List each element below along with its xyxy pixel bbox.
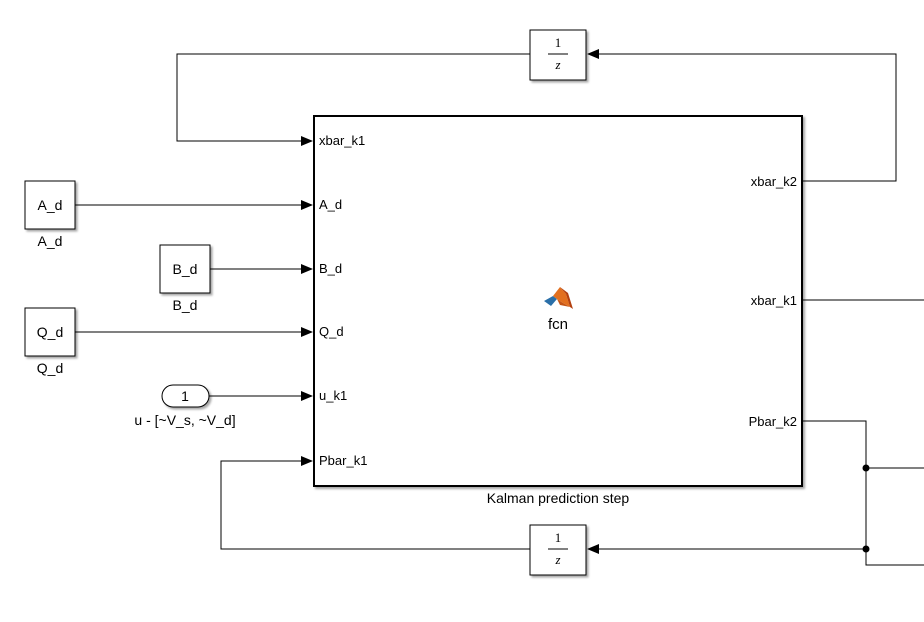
constant-block-q-d[interactable]: Q_d — [24, 307, 76, 357]
constant-value: Q_d — [37, 324, 63, 340]
inport-block[interactable]: 1 — [161, 384, 210, 408]
inport-caption: u - [~V_s, ~V_d] — [134, 412, 235, 428]
branch-point — [862, 464, 870, 472]
constant-block-b-d[interactable]: B_d — [159, 244, 211, 294]
output-port-label: Pbar_k2 — [749, 414, 797, 429]
unit-delay-bottom[interactable]: 1 z — [529, 524, 587, 576]
input-port-label: Q_d — [319, 324, 344, 339]
delay-denominator: z — [554, 552, 560, 567]
signal-lines — [75, 49, 924, 566]
signal-delay-to-pbar-k1[interactable] — [220, 456, 530, 550]
delay-denominator: z — [554, 57, 560, 72]
constant-value: B_d — [173, 261, 198, 277]
signal-delay-to-xbar-k1[interactable] — [176, 53, 530, 146]
signal-pbar-k2-out[interactable] — [802, 420, 924, 566]
input-port-label: Pbar_k1 — [319, 453, 367, 468]
unit-delay-top[interactable]: 1 z — [529, 29, 587, 81]
matlab-function-block[interactable]: xbar_k1 A_d B_d Q_d u_k1 Pbar_k1 xbar_k2… — [313, 115, 803, 487]
delay-numerator: 1 — [555, 35, 562, 50]
constant-caption: B_d — [173, 297, 198, 313]
function-name: fcn — [548, 316, 568, 333]
constant-block-a-d[interactable]: A_d — [24, 180, 76, 230]
signal-xbar-k2-to-delay[interactable] — [587, 49, 897, 182]
constant-value: A_d — [38, 197, 63, 213]
block-caption: Kalman prediction step — [487, 490, 630, 506]
input-port-label: A_d — [319, 197, 342, 212]
input-port-label: u_k1 — [319, 388, 347, 403]
input-port-label: xbar_k1 — [319, 133, 365, 148]
output-port-label: xbar_k2 — [751, 174, 797, 189]
delay-numerator: 1 — [555, 530, 562, 545]
input-port-label: B_d — [319, 261, 342, 276]
inport-number: 1 — [181, 388, 189, 404]
matlab-logo-icon — [544, 287, 573, 309]
branch-point — [862, 545, 870, 553]
output-port-label: xbar_k1 — [751, 293, 797, 308]
constant-caption: A_d — [38, 233, 63, 249]
constant-caption: Q_d — [37, 360, 63, 376]
